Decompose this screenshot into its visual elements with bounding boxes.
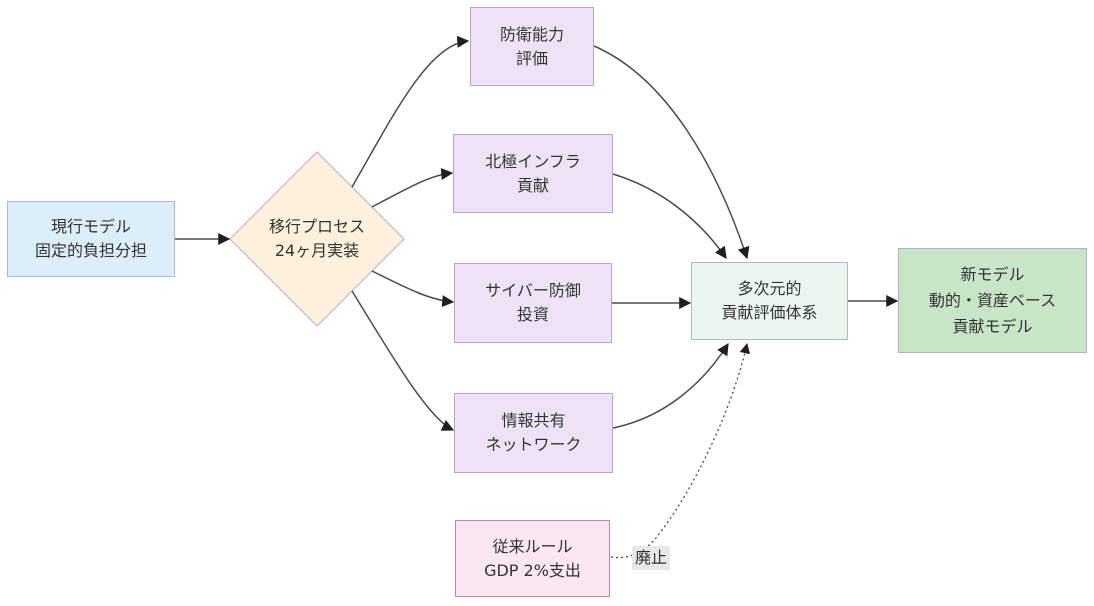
- node-current-line-1: 現行モデル: [50, 217, 131, 236]
- edge-transition-to-defense: [351, 35, 470, 188]
- node-current-line-2: 固定的負担分担: [34, 241, 147, 260]
- node-arctic-line-2: 貢献: [516, 175, 549, 195]
- node-arctic-line-1: 北極インフラ: [485, 151, 581, 171]
- node-newmodel-line-2: 動的・資産ベース: [928, 290, 1057, 310]
- edge-transition-to-network: [351, 290, 455, 431]
- node-multidim-evaluation: 多次元的 貢献評価体系: [691, 262, 848, 340]
- node-defense-line-1: 防衛能力: [499, 24, 564, 44]
- node-defense-capability: 防衛能力 評価: [470, 7, 594, 86]
- edge-label-abolished: 廃止: [632, 546, 671, 570]
- node-legacy-line-2: GDP 2%支出: [484, 560, 581, 580]
- node-transition-process: 移行プロセス 24ヶ月実装: [237, 213, 397, 265]
- node-network-line-1: 情報共有: [501, 411, 566, 430]
- node-new-model: 新モデル 動的・資産ベース 貢献モデル: [898, 248, 1087, 353]
- edge-transition-to-cyber: [371, 270, 455, 308]
- node-newmodel-line-3: 貢献モデル: [952, 316, 1033, 336]
- node-cyber-defense: サイバー防御 投資: [454, 263, 612, 343]
- node-defense-line-2: 評価: [515, 48, 548, 68]
- edge-transition-to-arctic: [371, 168, 454, 208]
- node-eval-line-2: 貢献評価体系: [721, 303, 818, 322]
- edge-arctic-to-eval: [612, 173, 727, 259]
- node-legacy-rule: 従来ルール GDP 2%支出: [455, 520, 610, 597]
- node-info-sharing-network: 情報共有 ネットワーク: [454, 393, 613, 473]
- node-newmodel-line-1: 新モデル: [960, 264, 1025, 284]
- node-network-line-2: ネットワーク: [485, 435, 582, 454]
- node-current-model: 現行モデル 固定的負担分担: [7, 201, 175, 277]
- node-arctic-infra: 北極インフラ 貢献: [453, 134, 613, 213]
- node-transition-line-2: 24ヶ月実装: [274, 241, 360, 260]
- node-transition-diamond-shape: [229, 151, 405, 327]
- edge-defense-to-eval: [593, 45, 750, 260]
- node-transition-line-1: 移行プロセス: [268, 217, 365, 236]
- edge-network-to-eval: [612, 342, 729, 429]
- node-cyber-line-1: サイバー防御: [485, 281, 581, 300]
- node-legacy-line-1: 従来ルール: [492, 536, 573, 556]
- edge-legacy-to-eval-dotted: [610, 342, 750, 559]
- node-cyber-line-2: 投資: [516, 305, 549, 324]
- node-eval-line-1: 多次元的: [737, 279, 802, 298]
